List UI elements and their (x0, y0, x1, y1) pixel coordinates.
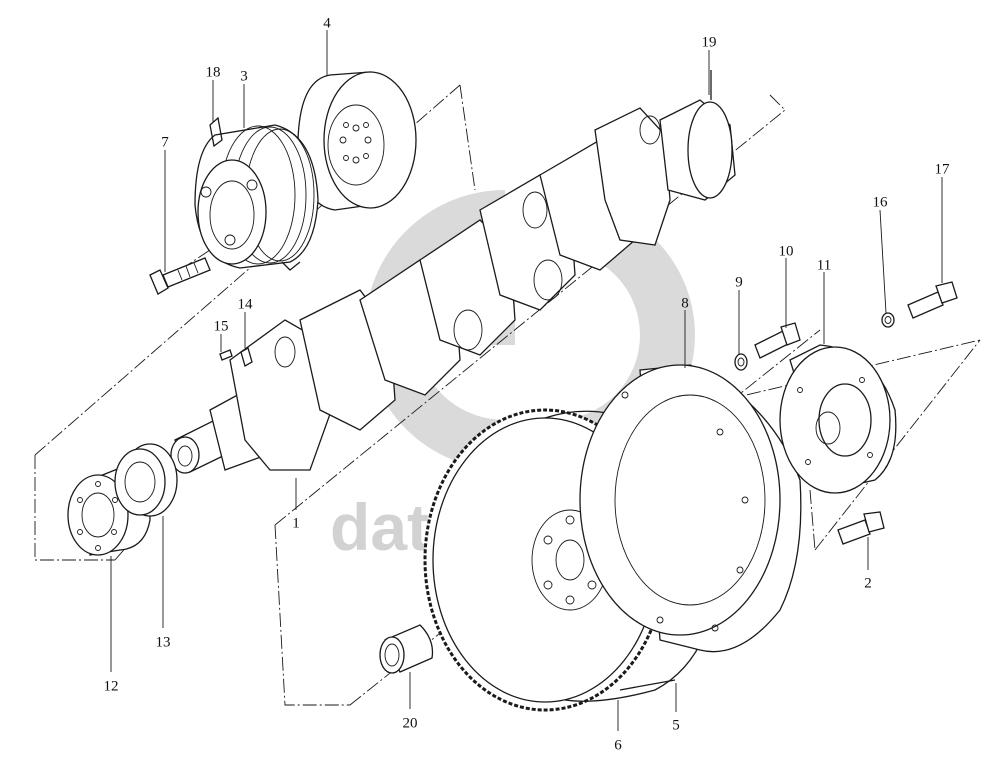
callout-10: 10 (779, 243, 794, 259)
leader-lines (110, 30, 943, 731)
callout-12: 12 (104, 678, 119, 694)
callout-9: 9 (735, 274, 743, 290)
callout-14: 14 (238, 296, 254, 312)
callout-4: 4 (323, 15, 331, 31)
callout-1: 1 (292, 515, 300, 531)
part-8-flywheel-housing (579, 364, 802, 653)
part-13-gear (114, 443, 178, 517)
part-1-crankshaft (170, 70, 736, 474)
part-11-seal-carrier (779, 344, 897, 494)
callout-13: 13 (156, 634, 171, 650)
callout-20: 20 (403, 715, 418, 731)
part-15-pin (219, 349, 233, 361)
callout-18: 18 (206, 64, 221, 80)
part-20-bushing (379, 624, 434, 674)
part-3-pulley (194, 116, 319, 271)
callout-16: 16 (873, 194, 889, 210)
callout-8: 8 (681, 295, 689, 311)
callout-6: 6 (614, 737, 622, 753)
part-16-washer (881, 312, 895, 328)
callout-2: 2 (864, 575, 872, 591)
part-7-bolt (149, 257, 211, 295)
part-10-bolt (754, 322, 801, 359)
callout-5: 5 (672, 717, 680, 733)
callout-19: 19 (702, 34, 717, 50)
callout-17: 17 (935, 161, 951, 177)
part-9-washer (734, 353, 748, 371)
part-4-damper-disc (297, 71, 417, 211)
callout-3: 3 (240, 68, 248, 84)
callout-7: 7 (161, 134, 169, 150)
part-2-bolt (837, 511, 885, 545)
callout-15: 15 (214, 318, 229, 334)
part-17-bolt (907, 281, 958, 319)
part-14-key (240, 347, 253, 367)
callout-11: 11 (817, 257, 831, 273)
